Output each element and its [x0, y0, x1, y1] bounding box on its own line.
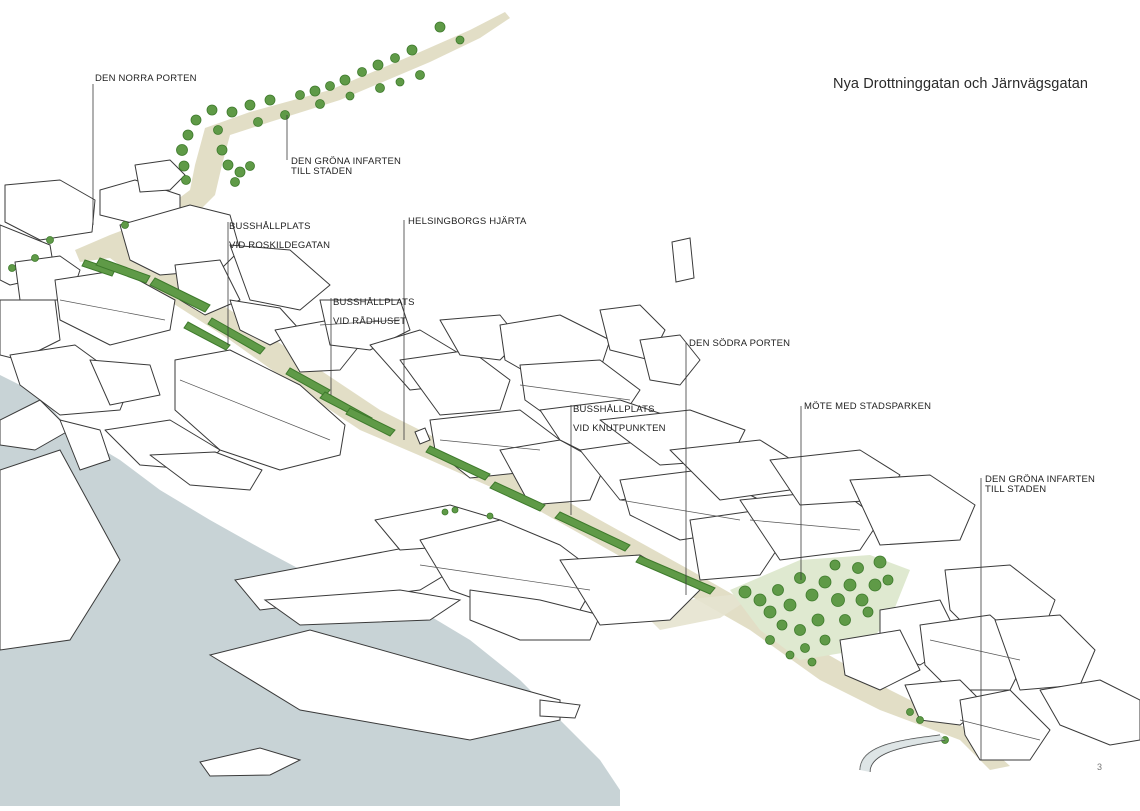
label-buss-roskildegatan-line2: VID ROSKILDEGATAN: [229, 240, 331, 251]
tree-strips: [81, 257, 716, 595]
label-grona-infarten-south-line2: TILL STADEN: [985, 484, 1047, 495]
callout-lines: [92, 84, 982, 760]
label-grona-infarten-north-line1: DEN GRÖNA INFARTEN: [291, 156, 402, 167]
ramp-fill: [860, 735, 945, 772]
label-sodra-porten: DEN SÖDRA PORTEN: [689, 338, 791, 349]
label-grona-infarten-north-line2: TILL STADEN: [291, 166, 353, 177]
landmark-statue: [414, 427, 431, 445]
label-buss-knutpunkten-line2: VID KNUTPUNKTEN: [573, 423, 666, 434]
north-trees: [8, 21, 465, 272]
label-helsingborgs-hjarta: HELSINGBORGS HJÄRTA: [408, 216, 527, 227]
park-area: [730, 555, 910, 660]
piers: [0, 449, 581, 777]
label-buss-roskildegatan-line1: BUSSHÅLLPLATS: [229, 221, 311, 232]
label-norra-porten: DEN NORRA PORTEN: [95, 73, 197, 84]
label-mote-med-stadsparken: MÖTE MED STADSPARKEN: [804, 401, 932, 412]
tower: [671, 237, 695, 283]
label-buss-knutpunkten-line1: BUSSHÅLLPLATS: [573, 404, 655, 415]
label-buss-radhuset-line1: BUSSHÅLLPLATS: [333, 297, 415, 308]
page-number: 3: [1097, 762, 1103, 772]
label-grona-infarten-south-line1: DEN GRÖNA INFARTEN: [985, 474, 1096, 485]
label-buss-radhuset-line2: VID RÅDHUSET: [333, 316, 407, 327]
building-details: [59, 299, 1041, 741]
park-trees: [441, 506, 949, 744]
buildings: [0, 159, 1140, 761]
page-title: Nya Drottninggatan och Järnvägsgatan: [833, 76, 1089, 92]
